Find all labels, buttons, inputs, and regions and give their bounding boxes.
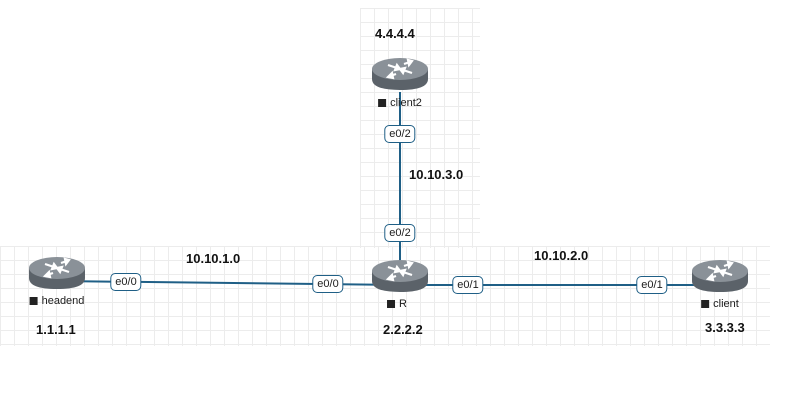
iface-r-e02[interactable]: e0/2 — [384, 224, 416, 242]
router-client[interactable] — [691, 259, 749, 293]
hostname-headend: headend — [29, 295, 85, 307]
square-icon — [701, 300, 710, 308]
square-icon — [378, 99, 387, 107]
ip-label-r: 2.2.2.2 — [383, 322, 423, 337]
router-icon — [372, 58, 428, 90]
hostname-client-text: client — [713, 298, 739, 310]
router-icon — [372, 260, 428, 292]
hostname-r: R — [387, 298, 407, 310]
hostname-client: client — [701, 298, 739, 310]
hostname-client2: client2 — [378, 97, 422, 109]
router-icon — [29, 257, 85, 289]
network-label-1: 10.10.1.0 — [186, 251, 241, 266]
router-headend[interactable] — [28, 256, 86, 290]
iface-headend-e00[interactable]: e0/0 — [110, 273, 142, 291]
iface-client-e01[interactable]: e0/1 — [636, 276, 668, 294]
canvas-grid-upper — [360, 8, 480, 248]
router-client2[interactable] — [371, 57, 429, 91]
iface-client2-e02[interactable]: e0/2 — [384, 125, 416, 143]
iface-r-e00[interactable]: e0/0 — [312, 275, 344, 293]
hostname-headend-text: headend — [41, 295, 85, 307]
network-label-3: 10.10.3.0 — [409, 167, 464, 182]
square-icon — [387, 300, 396, 308]
ip-label-headend: 1.1.1.1 — [36, 322, 76, 337]
square-icon — [29, 297, 38, 305]
router-r[interactable] — [371, 259, 429, 293]
hostname-r-text: R — [399, 298, 407, 310]
iface-r-e01[interactable]: e0/1 — [452, 276, 484, 294]
network-label-2: 10.10.2.0 — [534, 248, 589, 263]
hostname-client2-text: client2 — [390, 97, 422, 109]
ip-label-client: 3.3.3.3 — [705, 320, 745, 335]
ip-label-client2: 4.4.4.4 — [375, 26, 415, 41]
router-icon — [692, 260, 748, 292]
